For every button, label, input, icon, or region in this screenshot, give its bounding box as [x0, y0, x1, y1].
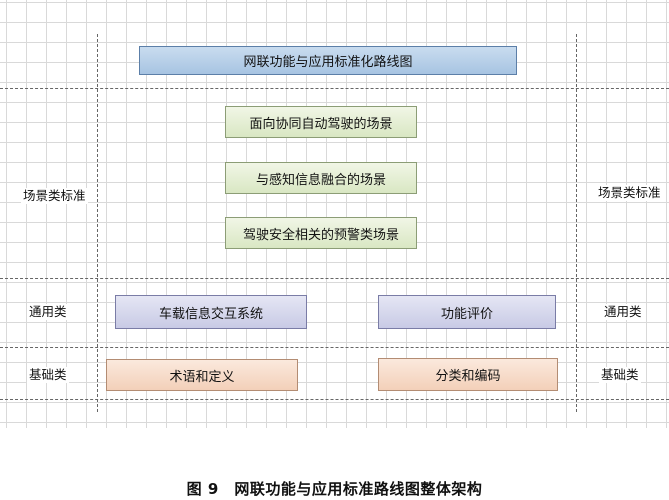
divider-scene-general — [0, 278, 669, 279]
divider-general-base — [0, 347, 669, 348]
general-box-label: 功能评价 — [440, 306, 493, 322]
divider-top — [0, 88, 669, 89]
scene-box-label: 面向协同自动驾驶的场景 — [249, 116, 393, 132]
row-label-scene-right: 场景类标准 — [596, 185, 663, 201]
left-divider — [97, 34, 98, 412]
diagram-title-box: 网联功能与应用标准化路线图 — [139, 46, 517, 75]
base-box-classification-coding: 分类和编码 — [378, 358, 558, 391]
base-box-terms-definitions: 术语和定义 — [106, 359, 298, 391]
right-divider — [576, 34, 577, 412]
row-label-base-right: 基础类 — [599, 367, 641, 383]
roadmap-diagram: 网联功能与应用标准化路线图 面向协同自动驾驶的场景 与感知信息融合的场景 驾驶安… — [0, 0, 669, 428]
row-label-base-left: 基础类 — [27, 367, 69, 383]
base-box-label: 术语和定义 — [169, 369, 235, 385]
general-box-vehicle-info-system: 车载信息交互系统 — [115, 295, 307, 329]
figure-caption: 图 9 网联功能与应用标准路线图整体架构 — [186, 480, 483, 498]
scene-box-label: 驾驶安全相关的预警类场景 — [242, 227, 399, 243]
scene-box-perception-fusion: 与感知信息融合的场景 — [225, 162, 417, 194]
scene-box-label: 与感知信息融合的场景 — [255, 172, 386, 188]
general-box-function-evaluation: 功能评价 — [378, 295, 556, 329]
scene-box-cooperative-driving: 面向协同自动驾驶的场景 — [225, 106, 417, 138]
divider-bottom — [0, 399, 669, 400]
diagram-title-text: 网联功能与应用标准化路线图 — [243, 55, 413, 70]
row-label-scene-left: 场景类标准 — [21, 188, 88, 204]
row-label-general-right: 通用类 — [602, 304, 644, 320]
base-box-label: 分类和编码 — [435, 369, 501, 384]
row-label-general-left: 通用类 — [27, 304, 69, 320]
general-box-label: 车载信息交互系统 — [158, 306, 263, 322]
scene-box-safety-warning: 驾驶安全相关的预警类场景 — [225, 217, 417, 249]
